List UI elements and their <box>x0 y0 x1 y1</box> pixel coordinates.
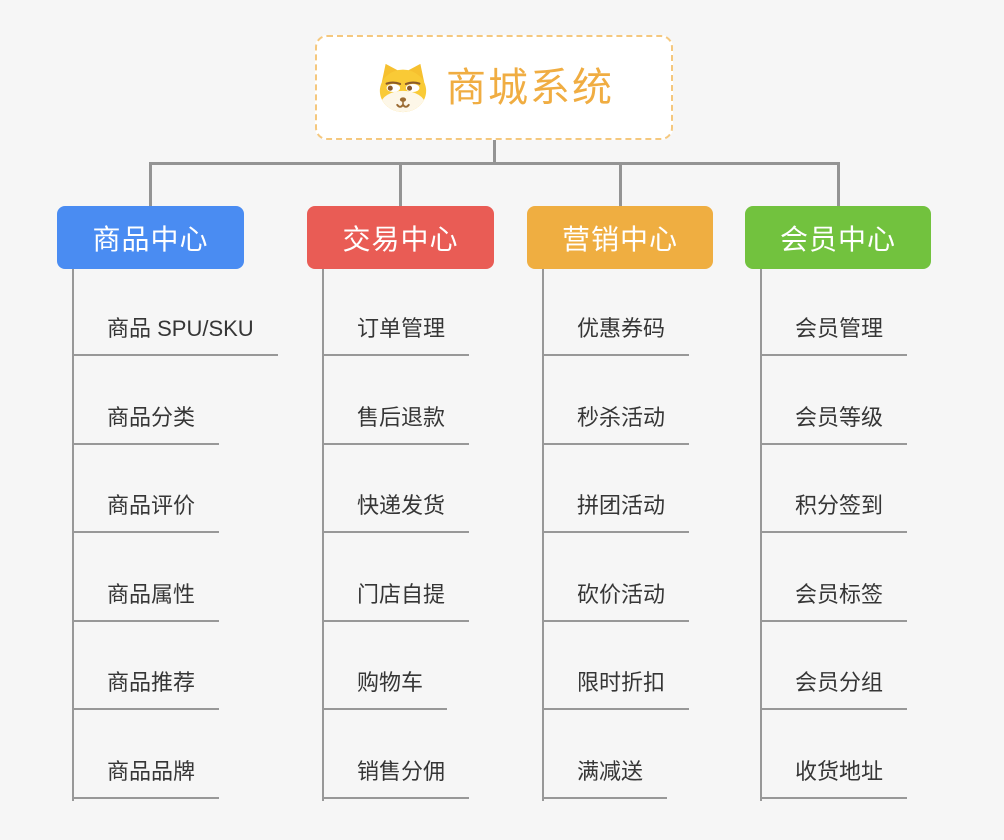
child-node-product-4[interactable]: 商品属性 <box>73 578 220 622</box>
child-node-product-3[interactable]: 商品评价 <box>73 489 220 533</box>
child-node-marketing-2[interactable]: 秒杀活动 <box>543 401 690 445</box>
child-node-trade-2[interactable]: 售后退款 <box>323 401 470 445</box>
child-node-marketing-5[interactable]: 限时折扣 <box>543 666 690 710</box>
child-node-member-1[interactable]: 会员管理 <box>761 312 908 356</box>
child-node-member-5[interactable]: 会员分组 <box>761 666 908 710</box>
child-node-marketing-4[interactable]: 砍价活动 <box>543 578 690 622</box>
trunk-line-member <box>760 269 762 801</box>
connector-root-stem <box>493 140 496 165</box>
child-node-marketing-3[interactable]: 拼团活动 <box>543 489 690 533</box>
branch-node-member-center[interactable]: 会员中心 <box>745 206 931 269</box>
child-node-trade-3[interactable]: 快递发货 <box>323 489 470 533</box>
trunk-line-marketing <box>542 269 544 801</box>
root-title: 商城系统 <box>446 65 614 110</box>
connector-bus <box>149 162 840 165</box>
child-node-member-4[interactable]: 会员标签 <box>761 578 908 622</box>
trunk-line-trade <box>322 269 324 801</box>
child-node-trade-4[interactable]: 门店自提 <box>323 578 470 622</box>
connector-drop-member <box>837 162 840 206</box>
child-node-trade-6[interactable]: 销售分佣 <box>323 755 470 799</box>
connector-drop-product <box>149 162 152 206</box>
branch-node-trade-center[interactable]: 交易中心 <box>307 206 494 269</box>
connector-drop-trade <box>399 162 402 206</box>
child-node-product-1[interactable]: 商品 SPU/SKU <box>73 312 278 356</box>
root-node[interactable]: 商城系统 <box>315 35 673 140</box>
connector-drop-marketing <box>619 162 622 206</box>
trunk-line-product <box>72 269 74 801</box>
child-node-product-6[interactable]: 商品品牌 <box>73 755 220 799</box>
child-node-trade-1[interactable]: 订单管理 <box>323 312 470 356</box>
child-node-trade-5[interactable]: 购物车 <box>323 666 448 710</box>
child-node-member-2[interactable]: 会员等级 <box>761 401 908 445</box>
child-node-product-2[interactable]: 商品分类 <box>73 401 220 445</box>
child-node-product-5[interactable]: 商品推荐 <box>73 666 220 710</box>
child-node-member-6[interactable]: 收货地址 <box>761 755 908 799</box>
branch-node-marketing-center[interactable]: 营销中心 <box>527 206 713 269</box>
child-node-member-3[interactable]: 积分签到 <box>761 489 908 533</box>
dog-face-icon <box>374 61 432 115</box>
child-node-marketing-1[interactable]: 优惠券码 <box>543 312 690 356</box>
branch-node-product-center[interactable]: 商品中心 <box>57 206 244 269</box>
child-node-marketing-6[interactable]: 满减送 <box>543 755 668 799</box>
